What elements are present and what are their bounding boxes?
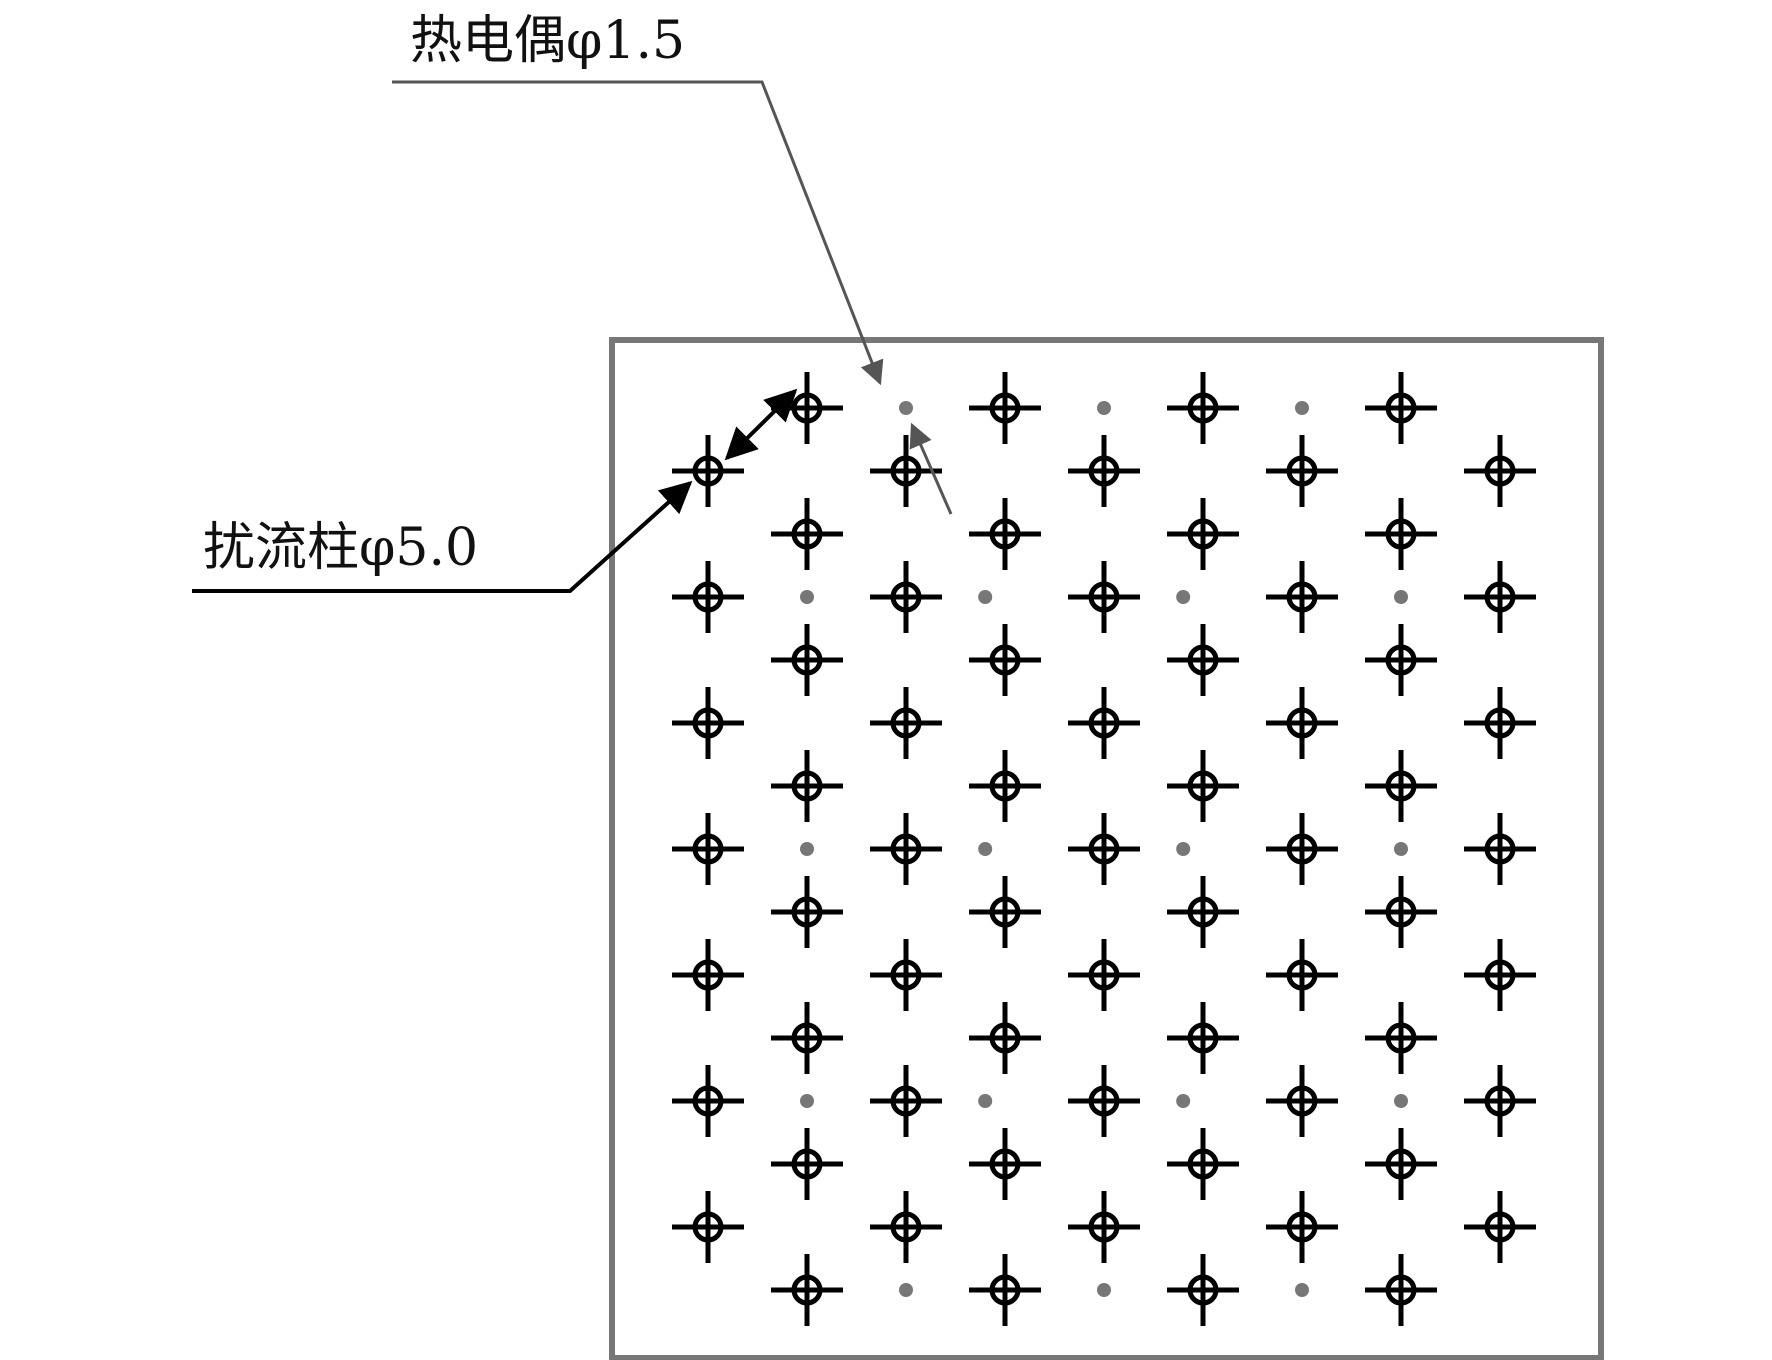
pin-fin <box>1266 687 1338 759</box>
pin-fin <box>1266 939 1338 1011</box>
pin-fin <box>771 1002 843 1074</box>
thermocouple-point <box>1394 1094 1408 1108</box>
pin-fin <box>672 1191 744 1263</box>
thermocouple-point <box>1176 1094 1191 1108</box>
pin-fin <box>1365 1128 1437 1200</box>
thermocouple-point <box>1176 590 1191 604</box>
pin-fin <box>870 1191 942 1263</box>
pin-fin <box>672 939 744 1011</box>
pin-fin <box>870 561 942 633</box>
pin-fin <box>1068 435 1140 507</box>
pin-fin-label: 扰流柱φ5.0 <box>203 518 478 578</box>
pin-fin <box>1365 1254 1437 1326</box>
pin-fin <box>1266 813 1338 885</box>
thermocouple-point <box>1394 842 1408 856</box>
pin-fin <box>969 498 1041 570</box>
plate-border <box>609 337 1604 1360</box>
pin-fin-array <box>672 372 1536 1326</box>
pin-fin <box>1464 435 1536 507</box>
pin-fin <box>1464 561 1536 633</box>
pin-fin <box>1266 1065 1338 1137</box>
thermocouple-leader: 热电偶φ1.5 <box>392 11 953 515</box>
pin-fin-dimension-line <box>724 388 798 461</box>
thermocouple-point <box>1176 842 1191 856</box>
pin-fin <box>1167 1128 1239 1200</box>
thermocouple-point <box>800 590 814 604</box>
pin-fin <box>672 813 744 885</box>
pin-fin <box>1365 1002 1437 1074</box>
pin-fin <box>1068 561 1140 633</box>
pin-fin <box>1266 435 1338 507</box>
pin-fin-leader-line <box>192 480 693 593</box>
thermocouple-point <box>1295 1283 1309 1297</box>
pin-fin <box>1365 372 1437 444</box>
pin-fin <box>1266 561 1338 633</box>
thermocouple-point <box>1295 401 1309 415</box>
pin-fin <box>870 687 942 759</box>
pin-fin <box>969 876 1041 948</box>
pin-fin <box>870 1065 942 1137</box>
pin-fin <box>1167 1002 1239 1074</box>
pin-fin <box>1068 939 1140 1011</box>
pin-fin <box>1464 687 1536 759</box>
pin-fin <box>969 372 1041 444</box>
thermocouple-point <box>1097 1283 1111 1297</box>
pin-fin <box>1464 1065 1536 1137</box>
thermocouple-point <box>899 401 913 415</box>
pin-fin <box>1365 750 1437 822</box>
thermocouple-point <box>1394 590 1408 604</box>
pin-fin <box>1068 1191 1140 1263</box>
thermocouple-point <box>800 1094 814 1108</box>
pin-fin <box>1167 372 1239 444</box>
pin-fin <box>1167 498 1239 570</box>
thermocouple-point <box>978 1094 993 1108</box>
pin-fin <box>969 1254 1041 1326</box>
thermocouple-point <box>899 1283 913 1297</box>
pin-fin <box>1266 1191 1338 1263</box>
pin-fin <box>771 498 843 570</box>
thermocouple-dimension-line <box>909 422 953 515</box>
thermocouple-point <box>978 842 993 856</box>
pin-fin <box>1464 939 1536 1011</box>
pin-fin <box>1068 813 1140 885</box>
pin-fin <box>771 1254 843 1326</box>
pin-fin <box>870 435 942 507</box>
thermocouple-label: 热电偶φ1.5 <box>410 11 685 71</box>
pin-fin <box>1365 498 1437 570</box>
pin-fin <box>1167 1254 1239 1326</box>
pin-fin <box>969 624 1041 696</box>
pin-fin <box>1068 1065 1140 1137</box>
pin-fin <box>771 750 843 822</box>
pin-fin <box>1365 876 1437 948</box>
pin-fin <box>1167 624 1239 696</box>
pin-fin <box>1365 624 1437 696</box>
pin-fin <box>771 624 843 696</box>
pin-fin-leader: 扰流柱φ5.0 <box>192 388 798 593</box>
pin-fin <box>771 372 843 444</box>
pin-fin <box>672 561 744 633</box>
pin-fin <box>771 1128 843 1200</box>
pin-fin <box>870 813 942 885</box>
pin-fin <box>1464 813 1536 885</box>
pin-fin <box>969 750 1041 822</box>
pin-fin <box>771 876 843 948</box>
pin-fin <box>1167 876 1239 948</box>
pin-fin <box>1167 750 1239 822</box>
pin-fin <box>672 1065 744 1137</box>
pin-fin <box>1068 687 1140 759</box>
thermocouple-leader-line <box>392 80 884 386</box>
pin-fin <box>672 435 744 507</box>
pin-fin <box>969 1002 1041 1074</box>
thermocouple-array <box>800 401 1408 1297</box>
pin-fin <box>672 687 744 759</box>
thermocouple-point <box>1097 401 1111 415</box>
thermocouple-point <box>978 590 993 604</box>
pin-fin <box>1464 1191 1536 1263</box>
pin-fin <box>969 1128 1041 1200</box>
pin-fin <box>870 939 942 1011</box>
thermocouple-point <box>800 842 814 856</box>
